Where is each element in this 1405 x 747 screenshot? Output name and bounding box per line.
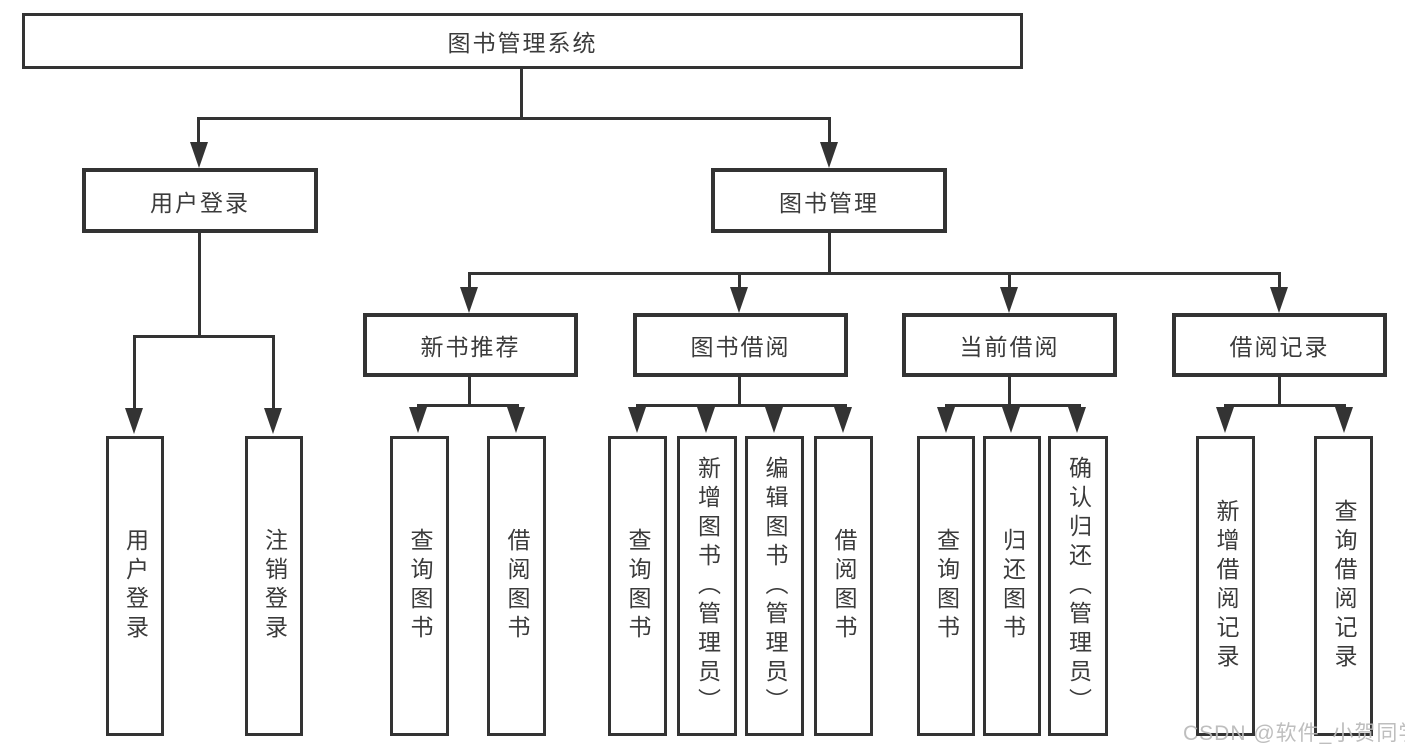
arrow-to-borrow-record (1270, 287, 1288, 313)
connector-newbook-drop (468, 272, 471, 287)
leaf-confirm-return-admin-label: 确认归还（管理员） (1065, 455, 1092, 717)
arrow-to-current-borrow (1000, 287, 1018, 313)
connector-currentborrow-drop (1008, 272, 1011, 287)
leaf-edit-books-admin: 编辑图书（管理员） (745, 436, 804, 736)
leaf-confirm-return-admin: 确认归还（管理员） (1048, 436, 1108, 736)
arrow-currentborrow-leaf-2 (1002, 407, 1020, 433)
arrow-bookborrow-leaf-1 (628, 407, 646, 433)
connector-userlogin-right-drop (272, 335, 275, 408)
arrow-to-user-login (190, 142, 208, 168)
node-book-mgmt-label: 图书管理 (779, 189, 879, 216)
node-new-book-label: 新书推荐 (420, 334, 521, 360)
arrow-newbook-leaf-1 (409, 407, 427, 433)
leaf-add-borrow-record-label: 新增借阅记录 (1213, 499, 1239, 673)
connector-userlogin-stub (198, 233, 201, 336)
node-borrow-record-label: 借阅记录 (1229, 334, 1330, 360)
connector-level3-hline (468, 272, 1281, 275)
leaf-query-borrow-record: 查询借阅记录 (1314, 436, 1373, 736)
arrow-to-leaf-logout (264, 408, 282, 434)
leaf-bookborrow-query-books: 查询图书 (608, 436, 667, 736)
connector-bookborrow-stub (738, 377, 741, 406)
leaf-return-books-label: 归还图书 (999, 528, 1026, 644)
node-borrow-record: 借阅记录 (1172, 313, 1387, 377)
connector-bookmgmt-drop (828, 117, 831, 143)
connector-newbook-stub (468, 377, 471, 406)
leaf-currentborrow-query-books: 查询图书 (917, 436, 975, 736)
arrow-to-book-borrow (730, 287, 748, 313)
node-current-borrow-label: 当前借阅 (959, 334, 1060, 360)
node-root-label: 图书管理系统 (447, 30, 598, 56)
arrow-to-leaf-user-login (125, 408, 143, 434)
connector-root-stub (520, 69, 523, 118)
arrow-bookborrow-leaf-4 (834, 407, 852, 433)
node-book-borrow: 图书借阅 (633, 313, 848, 377)
leaf-logout-label: 注销登录 (261, 528, 288, 644)
connector-level2-hline (197, 117, 831, 120)
connector-currentborrow-stub (1008, 377, 1011, 406)
arrow-bookborrow-leaf-3 (765, 407, 783, 433)
node-current-borrow: 当前借阅 (902, 313, 1117, 377)
leaf-currentborrow-query-books-label: 查询图书 (933, 528, 960, 644)
connector-bookborrow-hline (636, 404, 847, 407)
leaf-user-login: 用户登录 (106, 436, 164, 736)
connector-borrowrecord-hline (1224, 404, 1346, 407)
leaf-logout: 注销登录 (245, 436, 303, 736)
arrow-newbook-leaf-2 (507, 407, 525, 433)
leaf-bookborrow-borrow-books-label: 借阅图书 (831, 528, 857, 644)
leaf-query-borrow-record-label: 查询借阅记录 (1331, 499, 1357, 673)
connector-currentborrow-hline (945, 404, 1081, 407)
arrow-to-new-book (460, 287, 478, 313)
connector-borrowrecord-drop (1278, 272, 1281, 287)
leaf-bookborrow-borrow-books: 借阅图书 (814, 436, 873, 736)
arrow-bookborrow-leaf-2 (697, 407, 715, 433)
leaf-user-login-label: 用户登录 (122, 528, 149, 644)
leaf-bookborrow-query-books-label: 查询图书 (625, 528, 651, 644)
arrow-borrowrecord-leaf-2 (1335, 407, 1353, 433)
csdn-watermark: CSDN @软件_小贺同学 (1183, 722, 1405, 745)
connector-userlogin-hline (133, 335, 275, 338)
node-root: 图书管理系统 (22, 13, 1023, 69)
connector-bookborrow-drop (738, 272, 741, 287)
connector-newbook-hline (417, 404, 519, 407)
arrow-currentborrow-leaf-1 (937, 407, 955, 433)
node-user-login-label: 用户登录 (150, 189, 250, 216)
connector-bookmgmt-stub (828, 233, 831, 273)
node-user-login: 用户登录 (82, 168, 318, 233)
leaf-newbook-borrow-books-label: 借阅图书 (504, 528, 530, 644)
leaf-add-books-admin-label: 新增图书（管理员） (694, 455, 721, 717)
connector-userlogin-left-drop (133, 335, 136, 408)
arrow-borrowrecord-leaf-1 (1216, 407, 1234, 433)
node-book-mgmt: 图书管理 (711, 168, 947, 233)
leaf-newbook-query-books: 查询图书 (390, 436, 449, 736)
leaf-add-borrow-record: 新增借阅记录 (1196, 436, 1255, 736)
leaf-newbook-borrow-books: 借阅图书 (487, 436, 546, 736)
arrow-to-book-mgmt (820, 142, 838, 168)
leaf-return-books: 归还图书 (983, 436, 1041, 736)
connector-borrowrecord-stub (1278, 377, 1281, 406)
node-book-borrow-label: 图书借阅 (690, 334, 791, 360)
leaf-newbook-query-books-label: 查询图书 (407, 528, 433, 644)
leaf-add-books-admin: 新增图书（管理员） (677, 436, 737, 736)
connector-userlogin-drop (197, 117, 200, 143)
leaf-edit-books-admin-label: 编辑图书（管理员） (762, 455, 788, 717)
node-new-book: 新书推荐 (363, 313, 578, 377)
arrow-currentborrow-leaf-3 (1068, 407, 1086, 433)
